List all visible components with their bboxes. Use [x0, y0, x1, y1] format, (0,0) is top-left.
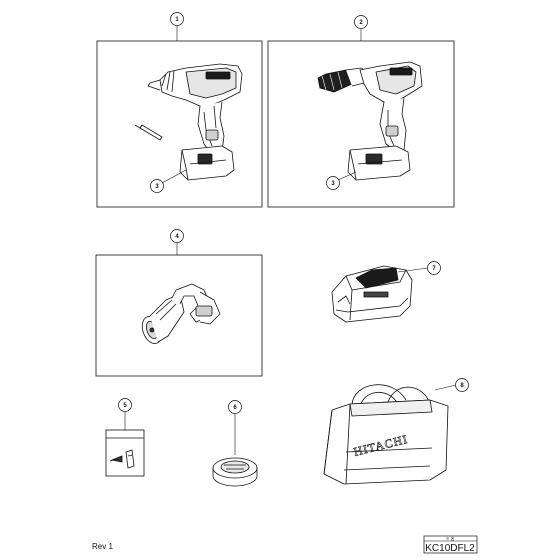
footer: Rev 1 ※ 名 KC10DFL2 [92, 535, 478, 554]
callout-5: 5 [123, 403, 127, 409]
model-box [423, 535, 478, 554]
panel-flashlight: 4 [95, 229, 263, 377]
callout-circle [326, 176, 340, 190]
tool-bag: 8 HITACHI [323, 378, 469, 485]
callout-1: 1 [175, 17, 179, 23]
screw-bag-illustration [105, 429, 145, 477]
callout-circle [150, 179, 164, 193]
panel-impact-driver: 1 3 [96, 12, 263, 208]
revision-label: Rev 1 [92, 542, 113, 551]
panel-drill-driver: 2 3 [267, 15, 455, 208]
callout-6: 6 [233, 405, 237, 411]
callout-7: 7 [432, 266, 436, 272]
callout-3-battery-a: 3 [155, 184, 159, 190]
callout-4: 4 [175, 234, 179, 240]
callout-circle [427, 261, 441, 275]
tool-bag-illustration [323, 384, 449, 485]
callout-8: 8 [460, 383, 464, 389]
callout-3-battery-b: 3 [331, 181, 335, 187]
model-number: KC10DFL2 [425, 543, 475, 554]
callout-circle [354, 15, 368, 29]
callout-circle [455, 378, 469, 392]
charger-illustration [331, 265, 413, 323]
impact-driver-illustration [147, 63, 243, 181]
model-header: ※ 名 [445, 535, 454, 541]
screw-bag: 5 [105, 398, 145, 477]
callout-2: 2 [359, 20, 363, 26]
cap-illustration [212, 457, 258, 487]
callout-circle [118, 398, 132, 412]
panel-frame [267, 40, 455, 208]
panel-frame [95, 254, 263, 377]
callout-circle [170, 12, 184, 26]
panel-frame [96, 40, 263, 208]
flashlight-illustration [141, 283, 221, 344]
cap: 6 [212, 400, 258, 487]
charger: 7 [331, 261, 441, 323]
callout-circle [228, 400, 242, 414]
callout-circle [170, 229, 184, 243]
driver-bit [134, 124, 163, 141]
drill-driver-illustration [317, 61, 423, 181]
